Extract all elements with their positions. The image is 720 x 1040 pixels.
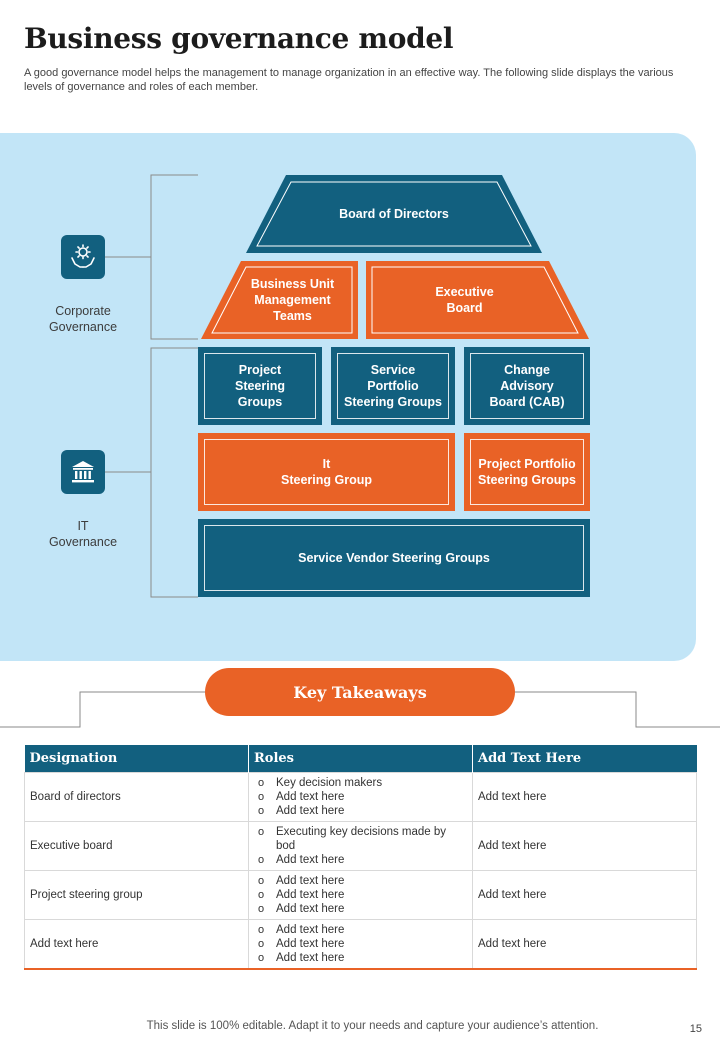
extra-cell: Add text here: [472, 919, 697, 970]
designation-cell: Project steering group: [24, 870, 249, 920]
role-item: Add text here: [258, 923, 467, 937]
business-unit-block: Business Unit Management Teams: [201, 261, 358, 339]
table-row: Board of directors Key decision makers A…: [24, 772, 697, 822]
role-item: Add text here: [258, 951, 467, 965]
role-item: Executing key decisions made by bod: [258, 825, 467, 853]
board-of-directors-block: Board of Directors: [246, 175, 542, 253]
service-vendor-text: Service Vendor Steering Groups: [298, 551, 490, 565]
change-advisory-text: Change Advisory Board (CAB): [489, 363, 565, 409]
roles-cell: Key decision makers Add text here Add te…: [248, 772, 473, 822]
extra-cell: Add text here: [472, 870, 697, 920]
table-header-row: Designation Roles Add Text Here: [24, 745, 697, 773]
service-portfolio-block: Service Portfolio Steering Groups: [331, 347, 455, 425]
role-item: Add text here: [258, 937, 467, 951]
roles-table: Designation Roles Add Text Here Board of…: [24, 745, 697, 970]
extra-cell: Add text here: [472, 821, 697, 871]
business-unit-text: Business Unit Management Teams: [250, 277, 335, 323]
page-number: 15: [689, 1023, 702, 1035]
board-of-directors-text: Board of Directors: [339, 207, 449, 221]
it-governance-label: IT Governance: [48, 519, 118, 549]
role-item: Add text here: [258, 902, 467, 916]
designation-cell: Add text here: [24, 919, 249, 970]
table-row: Executive board Executing key decisions …: [24, 821, 697, 871]
role-item: Add text here: [258, 790, 467, 804]
designation-cell: Board of directors: [24, 772, 249, 822]
project-portfolio-text: Project Portfolio Steering Groups: [478, 457, 576, 487]
executive-board-block: Executive Board: [366, 261, 589, 339]
corporate-governance-label: Corporate Governance: [48, 304, 118, 334]
extra-cell: Add text here: [472, 772, 697, 822]
it-steering-text: It Steering Group: [281, 457, 372, 487]
project-steering-block: Project Steering Groups: [198, 347, 322, 425]
page-title: Business governance model: [24, 22, 454, 55]
change-advisory-block: Change Advisory Board (CAB): [464, 347, 590, 425]
executive-board-text: Executive Board: [435, 285, 494, 315]
it-steering-block: It Steering Group: [198, 433, 455, 511]
role-item: Add text here: [258, 888, 467, 902]
key-takeaways-banner: Key Takeaways: [205, 668, 515, 716]
roles-cell: Add text here Add text here Add text her…: [248, 870, 473, 920]
role-item: Key decision makers: [258, 776, 467, 790]
hands-gear-icon: [61, 235, 105, 279]
footer-note: This slide is 100% editable. Adapt it to…: [146, 1020, 599, 1032]
project-portfolio-block: Project Portfolio Steering Groups: [464, 433, 590, 511]
bank-building-icon: [61, 450, 105, 494]
project-steering-text: Project Steering Groups: [234, 363, 285, 409]
designation-cell: Executive board: [24, 821, 249, 871]
service-portfolio-text: Service Portfolio Steering Groups: [344, 363, 442, 409]
header-add-text: Add Text Here: [472, 745, 697, 773]
table-row: Add text here Add text here Add text her…: [24, 919, 697, 970]
role-item: Add text here: [258, 874, 467, 888]
role-item: Add text here: [258, 804, 467, 818]
table-row: Project steering group Add text here Add…: [24, 870, 697, 920]
role-item: Add text here: [258, 853, 467, 867]
header-roles: Roles: [248, 745, 473, 773]
roles-cell: Executing key decisions made by bod Add …: [248, 821, 473, 871]
page-subtitle: A good governance model helps the manage…: [24, 67, 674, 93]
roles-cell: Add text here Add text here Add text her…: [248, 919, 473, 970]
service-vendor-block: Service Vendor Steering Groups: [198, 519, 590, 597]
header-designation: Designation: [24, 745, 249, 773]
